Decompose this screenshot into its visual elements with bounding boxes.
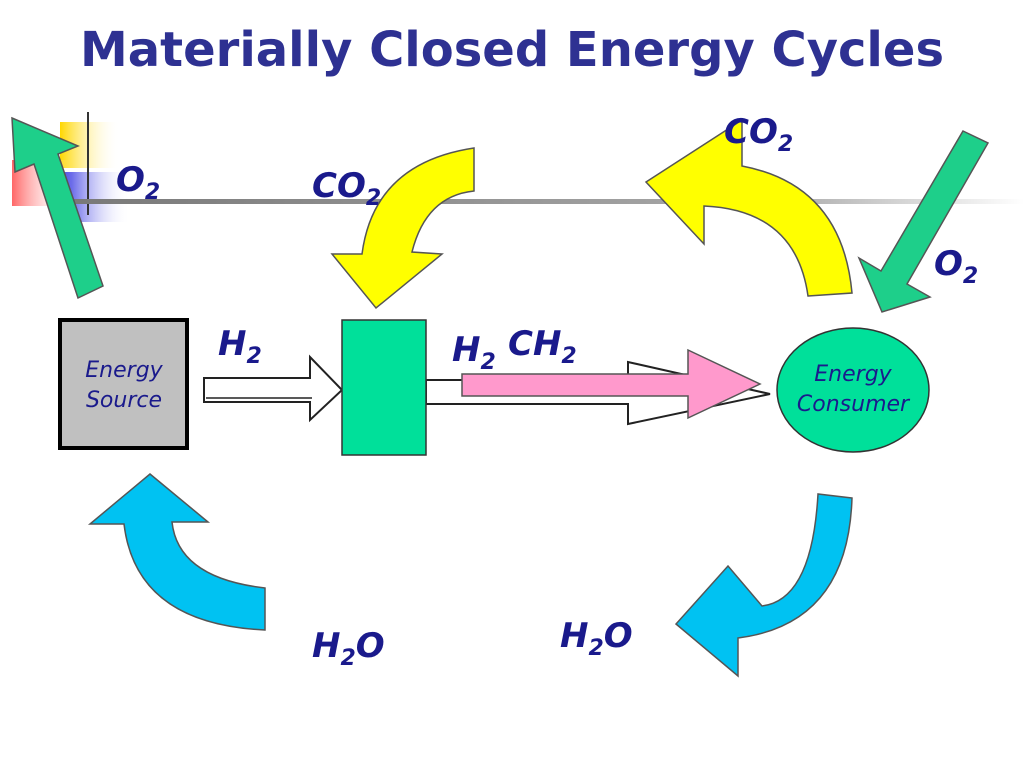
h2-input-arrow — [203, 354, 344, 423]
converter-box — [341, 319, 427, 456]
co2-release-curved-arrow — [644, 118, 853, 297]
slide-title: Materially Closed Energy Cycles — [79, 22, 945, 78]
ch2-label: CH2 — [508, 324, 577, 369]
h2o-return-curved-arrow — [87, 473, 266, 631]
h2-left-label: H2 — [218, 324, 262, 369]
o2-left-label: O2 — [116, 160, 161, 205]
o2-release-arrow — [11, 116, 104, 300]
o2-intake-arrow — [857, 130, 990, 313]
h2o-right-label: H2O — [560, 616, 633, 661]
h2o-left-label: H2O — [312, 626, 385, 671]
energy-consumer-ellipse — [776, 327, 930, 453]
horizontal-rule — [50, 199, 1024, 204]
h2o-output-curved-arrow — [674, 493, 853, 678]
ch2-arrow — [461, 348, 762, 420]
co2-left-label: CO2 — [312, 166, 382, 211]
o2-right-label: O2 — [934, 244, 979, 289]
co2-intake-curved-arrow — [330, 147, 475, 310]
co2-right-label: CO2 — [724, 112, 794, 157]
energy-source-label: Energy Source — [85, 358, 163, 413]
energy-source-box — [58, 318, 189, 450]
h2-mid-label: H2 — [452, 330, 496, 375]
energy-consumer-label: Energy Consumer — [796, 362, 910, 417]
